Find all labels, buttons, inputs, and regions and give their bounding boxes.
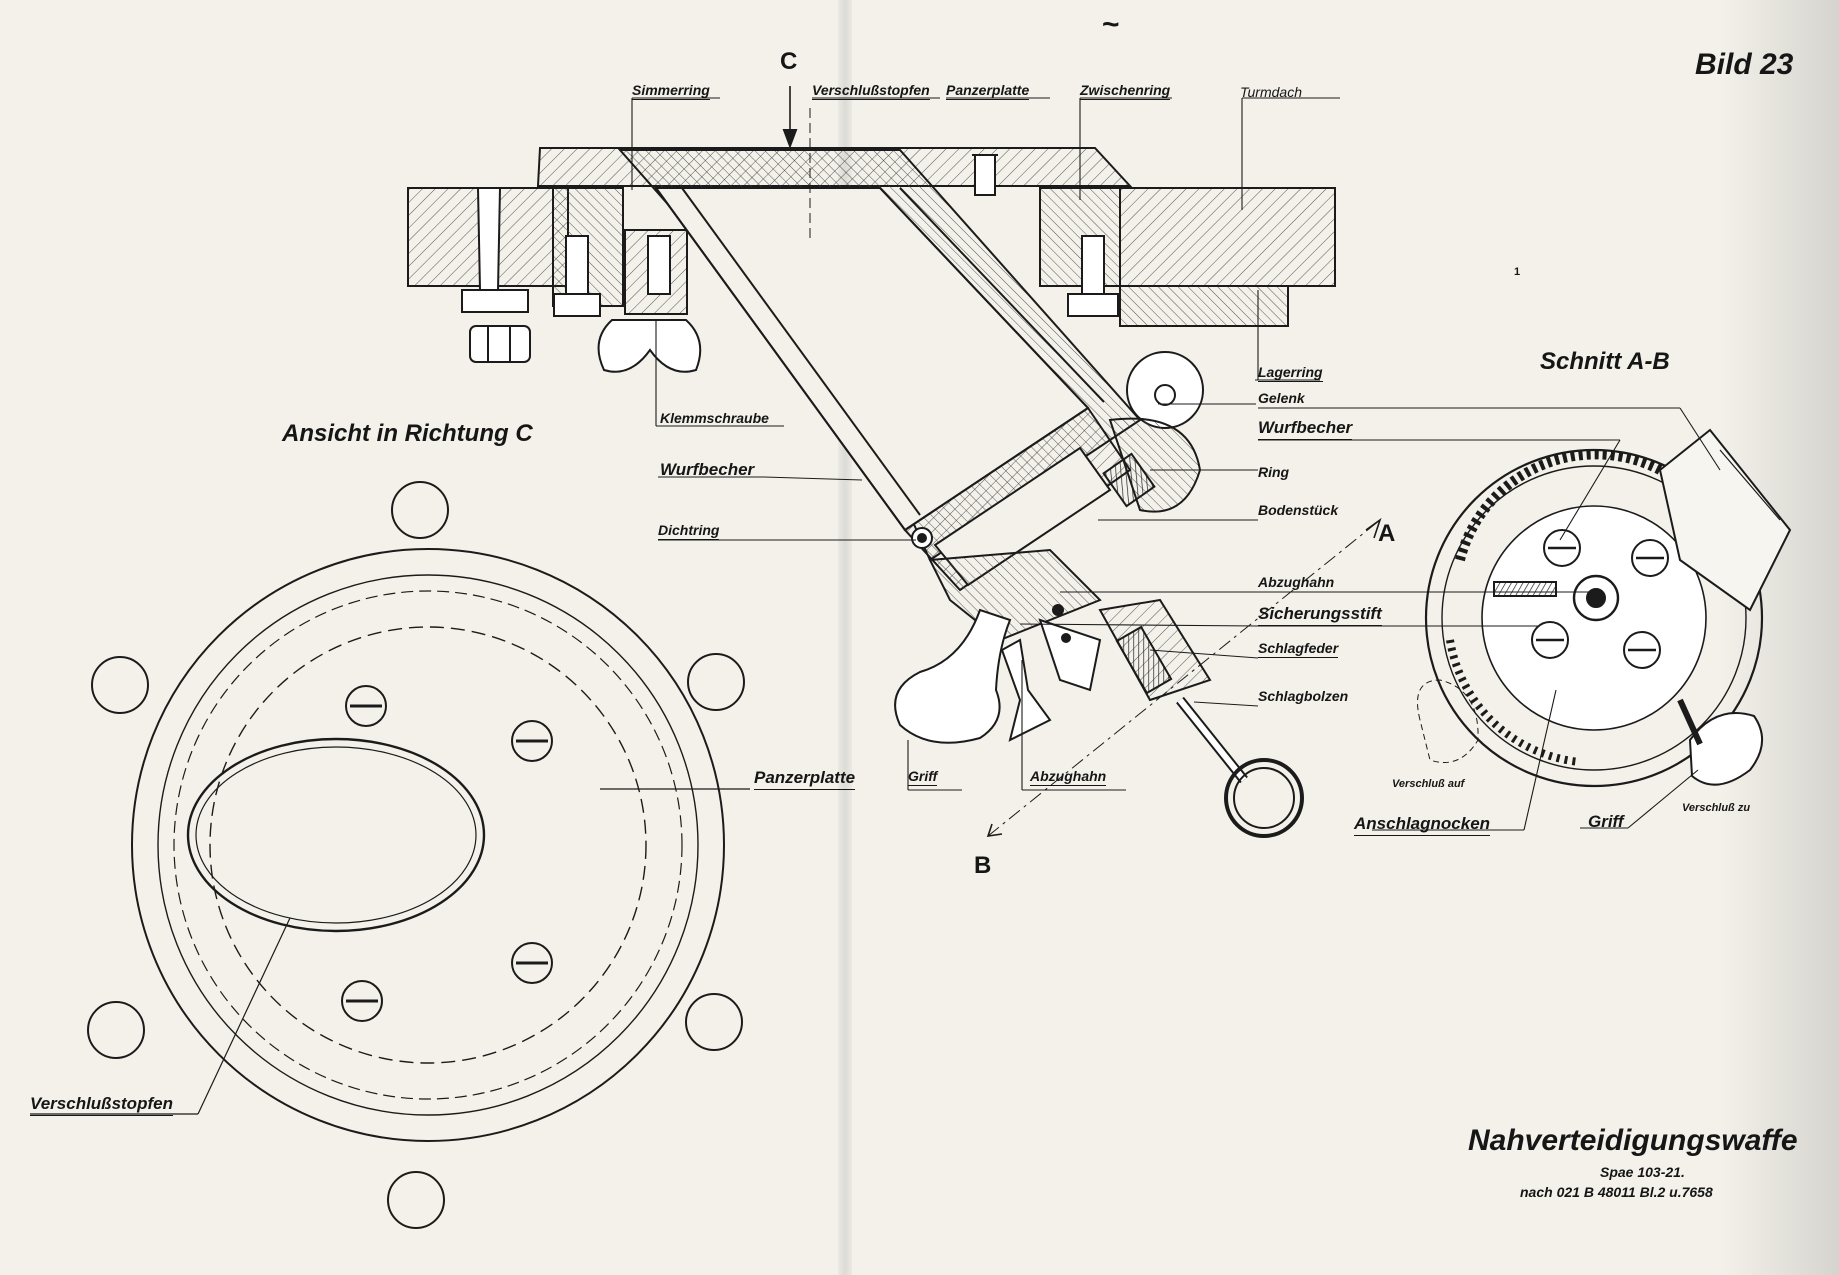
label-griff-center: Griff [908, 768, 938, 786]
section-outer-ring [1424, 448, 1764, 788]
label-dichtring: Dichtring [658, 522, 720, 540]
section-inner-disc [1481, 505, 1707, 731]
firing-spring [1115, 625, 1173, 695]
label-panzerplatte-top: Panzerplatte [946, 82, 1030, 100]
view-c [30, 481, 750, 1229]
label-wurfbecher-right: Wurfbecher [1258, 418, 1353, 440]
label-simmerring: Simmerring [632, 82, 710, 100]
label-schlagfeder: Schlagfeder [1258, 640, 1339, 658]
drawing-subtitle-1: Spae 103-21. [1600, 1164, 1685, 1180]
section-line-ab [987, 519, 1381, 837]
section-leaders [631, 97, 1340, 791]
turret-roof-right [1119, 187, 1336, 287]
label-griff-right: Griff [1588, 812, 1624, 831]
hinge-pin [1126, 351, 1204, 429]
label-sicherungsstift: Sicherungsstift [1258, 604, 1382, 626]
label-anschlagnocken: Anschlagnocken [1354, 814, 1491, 836]
left-nut-lower [469, 325, 531, 363]
section-grip [1688, 712, 1763, 786]
section-letter-b: B [974, 852, 992, 879]
scan-edge-shading [1719, 0, 1839, 1275]
label-abzughahn-right: Abzughahn [1258, 574, 1335, 590]
section-a-b [986, 407, 1792, 837]
label-verschlussstopfen-view: Verschlußstopfen [30, 1094, 173, 1116]
drawing-title: Nahverteidigungswaffe [1468, 1124, 1798, 1157]
page-mark-one: 1 [1514, 266, 1521, 278]
section-cam-block [1658, 428, 1792, 612]
plate-screws [341, 685, 553, 1022]
trigger-lever [1000, 638, 1052, 742]
tilde-mark: ~ [1102, 8, 1120, 41]
drawing-subtitle-2: nach 021 B 48011 Bl.2 u.7658 [1520, 1184, 1713, 1200]
label-schlagbolzen: Schlagbolzen [1258, 688, 1349, 704]
figure-id: Bild 23 [1695, 48, 1794, 81]
section-view [407, 86, 1336, 838]
label-ring: Ring [1258, 464, 1290, 480]
left-bolt [476, 187, 502, 291]
bearing-ring [1119, 285, 1289, 327]
label-lagerring: Lagerring [1258, 364, 1323, 382]
label-verschluss-auf: Verschluß auf [1392, 778, 1465, 790]
section-letter-a: A [1378, 520, 1396, 547]
intermediate-ring [1039, 187, 1121, 287]
label-gelenk: Gelenk [1258, 390, 1305, 406]
outer-bolt-holes [87, 481, 745, 1229]
label-turmdach: Turmdach [1240, 84, 1302, 100]
trigger-housing [928, 548, 1102, 642]
ring-spring [1102, 452, 1156, 508]
pull-ring [1224, 758, 1304, 838]
view-c-title: Ansicht in Richtung C [282, 420, 533, 447]
label-wurfbecher-left: Wurfbecher [660, 460, 755, 479]
closure-plug [186, 737, 486, 933]
label-bodenstueck: Bodenstück [1258, 502, 1339, 518]
wing-nut [597, 319, 702, 373]
outer-flange [131, 548, 725, 1142]
section-center-pin [1572, 574, 1620, 622]
view-letter-c: C [780, 48, 798, 75]
label-verschlussstopfen-top: Verschlußstopfen [812, 82, 930, 100]
label-abzughahn-center: Abzughahn [1030, 768, 1107, 786]
label-klemmschraube: Klemmschraube [660, 410, 769, 426]
section-title: Schnitt A-B [1540, 348, 1670, 375]
label-verschluss-zu: Verschluß zu [1682, 802, 1751, 814]
bolt-circle-dashed [209, 626, 647, 1064]
open-position-ghost [1417, 679, 1479, 763]
left-nut [461, 289, 529, 313]
grip-handle [894, 608, 1012, 744]
label-zwischenring: Zwischenring [1080, 82, 1171, 100]
label-panzerplatte-view: Panzerplatte [754, 768, 856, 790]
